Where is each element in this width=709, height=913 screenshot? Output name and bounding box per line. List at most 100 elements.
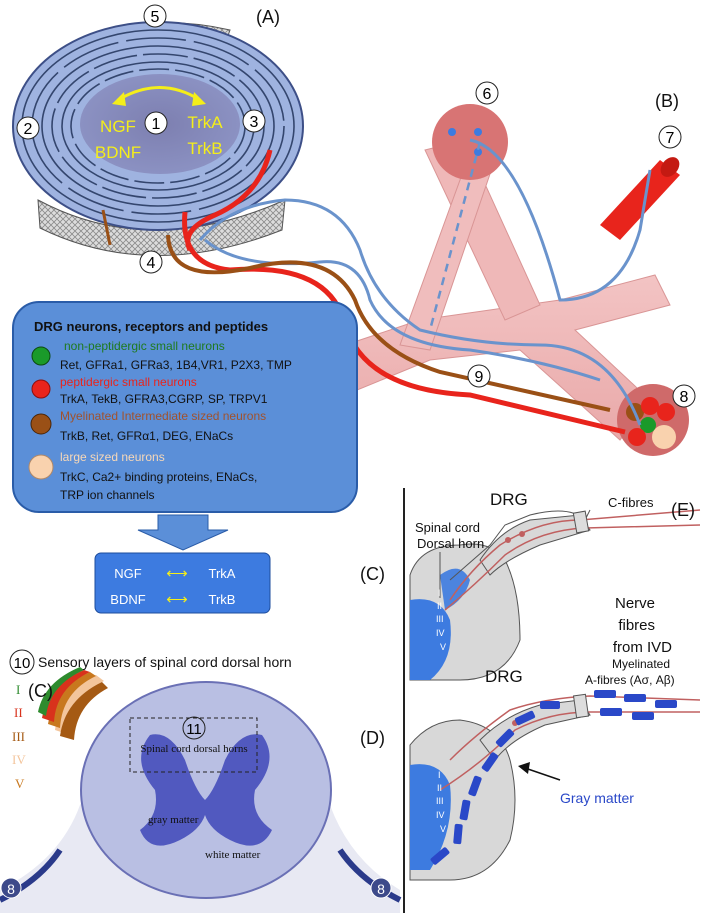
nerve-text-3: from IVD [613, 639, 672, 656]
schematic-d: DRG Myelinated A-fibres (Aσ, Aβ) Gray ma… [409, 657, 701, 881]
panel-e-label: (E) [671, 500, 695, 520]
c-drg-label: DRG [490, 490, 528, 509]
group-detail-2: TrkB, Ret, GFRα1, DEG, ENaCs [60, 429, 233, 443]
panel-b-label: (B) [655, 91, 679, 111]
svg-text:9: 9 [475, 369, 484, 386]
receptor-trka: TrkA [187, 113, 223, 132]
group-detail-1: TrkA, TekB, GFRA3,CGRP, SP, TRPV1 [60, 392, 268, 406]
drg-info-box: DRG neurons, receptors and peptides non-… [12, 301, 358, 513]
panel-d-label: (D) [360, 728, 385, 748]
layer-ii: II [14, 705, 23, 720]
dorsal-horn-line2: Dorsal horn [417, 536, 484, 551]
myelinated-line1: Myelinated [612, 657, 670, 671]
micro-title: Sensory layers of spinal cord dorsal hor… [38, 654, 292, 670]
lamina-iii: III [436, 614, 444, 624]
marker-9: 9 [467, 364, 491, 388]
down-arrow [137, 514, 229, 551]
marker-10: 10 [9, 649, 35, 675]
pair-1-left: BDNF [110, 592, 145, 607]
panel-c-label: (C) [360, 564, 385, 584]
spinal-cord-micrograph: Spinal cord dorsal horns gray matter whi… [0, 654, 402, 913]
marker-1: 1 [144, 111, 168, 135]
panel-a-disc: NGF BDNF TrkA TrkB [12, 21, 304, 256]
c-fibres-label: C-fibres [608, 495, 654, 510]
marker-5: 5 [143, 4, 167, 28]
legend-dot-red [31, 379, 51, 399]
cord-section [80, 681, 332, 899]
panel-b-nerves [101, 104, 689, 456]
group-label-3: large sized neurons [60, 450, 165, 464]
marker-8-right: 8 [370, 877, 392, 899]
gray-matter-label: gray matter [148, 814, 199, 826]
pair-0-right: TrkA [209, 566, 236, 581]
d-lamina-v: V [440, 824, 446, 834]
marker-11: 11 [182, 716, 206, 740]
pairs-box: NGF ⟷ TrkA BDNF ⟷ TrkB [94, 552, 271, 614]
marker-2: 2 [16, 116, 40, 140]
lamina-v: V [440, 642, 446, 652]
svg-text:8: 8 [7, 881, 15, 897]
schematic-c: DRG C-fibres Spinal cord Dorsal horn I I… [409, 490, 701, 681]
group-label-1: peptidergic small neurons [60, 375, 197, 389]
marker-6: 6 [475, 81, 499, 105]
panel-c-micro-label: (C) [28, 681, 53, 701]
svg-text:1: 1 [152, 116, 161, 133]
d-lamina-i: I [438, 770, 441, 780]
layer-i: I [16, 682, 20, 697]
pair-1-arrow: ⟷ [166, 591, 188, 608]
pair-1-right: TrkB [209, 592, 236, 607]
marker-4: 4 [139, 250, 163, 274]
d-lamina-iv: IV [436, 810, 445, 820]
group-detail-3: TrkC, Ca2+ binding proteins, ENaCs, [60, 470, 257, 484]
myelinated-line2: A-fibres (Aσ, Aβ) [585, 673, 675, 687]
nerve-text-2: fibres [618, 617, 655, 634]
factor-bdnf: BDNF [95, 143, 141, 162]
legend-dot-brown [30, 413, 52, 435]
group-label-2: Myelinated Intermediate sized neurons [60, 409, 266, 423]
svg-text:7: 7 [666, 130, 675, 147]
lamina-iv: IV [436, 628, 445, 638]
pair-0-left: NGF [114, 566, 142, 581]
group-detail-3b: TRP ion channels [60, 488, 155, 502]
nerve-text-1: Nerve [615, 595, 655, 612]
lamina-i: I [438, 588, 441, 598]
svg-text:4: 4 [147, 255, 156, 272]
legend-dot-peach [28, 454, 54, 480]
svg-text:11: 11 [186, 721, 202, 738]
bottom-endplate [37, 199, 286, 256]
dorsal-horn-line1: Spinal cord [415, 520, 480, 535]
receptor-trkb: TrkB [187, 139, 222, 158]
svg-text:10: 10 [14, 655, 31, 672]
number-markers: 1 2 3 4 5 6 7 8 9 10 11 8 8 [0, 4, 696, 899]
d-lamina-ii: II [437, 783, 442, 793]
svg-text:3: 3 [250, 114, 259, 131]
svg-text:8: 8 [377, 881, 385, 897]
svg-text:8: 8 [680, 389, 689, 406]
group-label-0: non-peptidergic small neurons [64, 339, 225, 353]
layer-iv: IV [12, 752, 26, 767]
pair-0-arrow: ⟷ [166, 565, 188, 582]
d-drg-label: DRG [485, 667, 523, 686]
legend-dot-green [31, 346, 51, 366]
panel-a-label: (A) [256, 7, 280, 27]
factor-ngf: NGF [100, 117, 136, 136]
marker-8-left: 8 [0, 877, 22, 899]
marker-8: 8 [672, 384, 696, 408]
drg-box-title: DRG neurons, receptors and peptides [34, 319, 268, 334]
marker-3: 3 [242, 109, 266, 133]
svg-text:6: 6 [483, 86, 492, 103]
layer-iii: III [12, 729, 25, 744]
d-lamina-iii: III [436, 796, 444, 806]
exchange-arrow [117, 86, 201, 102]
vessel [600, 160, 680, 240]
white-matter-label: white matter [205, 849, 261, 861]
gray-matter-schematic: Gray matter [560, 790, 634, 806]
marker-7: 7 [658, 125, 682, 149]
gray-matter [140, 734, 272, 846]
box-label: Spinal cord dorsal horns [140, 743, 247, 755]
lamina-ii: II [437, 601, 442, 611]
dorsal-horn-box [129, 717, 258, 773]
layer-v: V [15, 776, 25, 791]
group-detail-0: Ret, GFRa1, GFRa3, 1B4,VR1, P2X3, TMP [60, 358, 292, 372]
